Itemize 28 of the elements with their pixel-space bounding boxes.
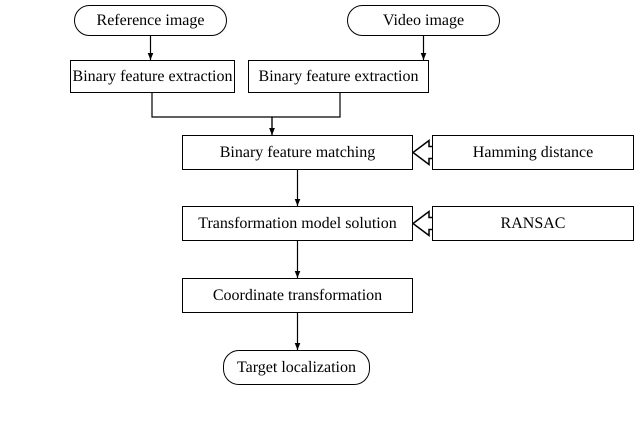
process-box <box>182 278 413 313</box>
node-label: Binary feature extraction <box>72 68 232 86</box>
node-label: Video image <box>382 12 464 30</box>
block-arrow <box>412 139 433 166</box>
node-label: Hamming distance <box>472 144 594 162</box>
arrow <box>294 313 300 350</box>
node-label: Binary feature matching <box>220 144 376 162</box>
process-box <box>182 135 413 170</box>
node-label: Target localization <box>237 358 356 376</box>
terminal-pill <box>347 5 500 36</box>
terminal-pill <box>223 350 370 385</box>
process-box <box>432 206 634 241</box>
process-box <box>248 60 429 93</box>
node-label: Transformation model solution <box>198 214 397 232</box>
node-label: Coordinate transformation <box>212 286 382 304</box>
node-label: Binary feature extraction <box>258 68 418 86</box>
arrow <box>420 36 426 60</box>
node-label: Reference image <box>96 12 204 30</box>
process-box <box>432 135 634 170</box>
arrow <box>269 93 341 135</box>
terminal-pill <box>74 5 227 36</box>
arrow <box>294 170 300 206</box>
arrow <box>294 241 300 278</box>
block-arrow <box>412 210 433 237</box>
node-label: RANSAC <box>500 214 566 232</box>
process-box <box>182 206 413 241</box>
process-box <box>70 60 235 93</box>
arrow <box>148 36 154 60</box>
